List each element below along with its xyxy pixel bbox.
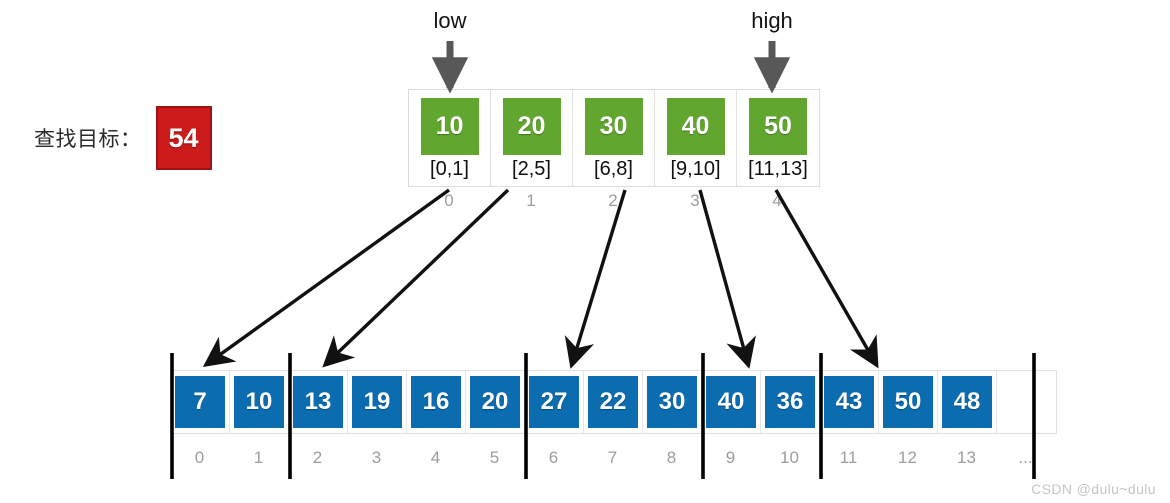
data-cell[interactable]: 50 bbox=[879, 371, 938, 433]
data-cell[interactable]: 10 bbox=[230, 371, 289, 433]
data-cell-value: 30 bbox=[647, 376, 697, 428]
block-index-cell[interactable]: 50 [11,13] bbox=[737, 90, 819, 186]
data-cell-value: 48 bbox=[942, 376, 992, 428]
data-cell[interactable]: 16 bbox=[407, 371, 466, 433]
connector-arrow-3 bbox=[698, 189, 756, 369]
data-cell-value: 10 bbox=[234, 376, 284, 428]
data-cell-value: 50 bbox=[883, 376, 933, 428]
block-index-number: 4 bbox=[772, 191, 782, 210]
block-index-numbers: 0 1 2 3 4 bbox=[408, 191, 818, 211]
block-index-array: 10 [0,1] 20 [2,5] 30 [6,8] 40 [9,10] 50 … bbox=[408, 89, 820, 187]
data-cell-value: 27 bbox=[529, 376, 579, 428]
data-index-number: 10 bbox=[780, 448, 799, 467]
data-index-number: 7 bbox=[607, 448, 618, 467]
block-index-value: 40 bbox=[666, 98, 725, 155]
watermark: CSDN @dulu~dulu bbox=[1031, 481, 1156, 497]
data-cell-value: 36 bbox=[765, 376, 815, 428]
connector-arrow-2 bbox=[564, 189, 627, 369]
data-index-number: 8 bbox=[666, 448, 677, 467]
data-index-number: 1 bbox=[253, 448, 264, 467]
search-target-label: 查找目标： bbox=[34, 128, 142, 151]
data-cell-value: 43 bbox=[824, 376, 874, 428]
block-index-value: 10 bbox=[420, 98, 479, 155]
connector-arrow-4 bbox=[774, 189, 879, 369]
data-index-number: 3 bbox=[371, 448, 382, 467]
data-cell-value: 19 bbox=[352, 376, 402, 428]
pointer-low-label: low bbox=[433, 8, 467, 33]
data-index-number: ... bbox=[1018, 448, 1033, 467]
data-cell[interactable]: 30 bbox=[643, 371, 702, 433]
block-index-range: [11,13] bbox=[748, 158, 808, 180]
data-cell[interactable]: 7 bbox=[171, 371, 230, 433]
data-index-number: 13 bbox=[957, 448, 976, 467]
data-cell-value: 16 bbox=[411, 376, 461, 428]
pointer-high: high bbox=[740, 10, 804, 32]
data-cell-value bbox=[1002, 376, 1052, 428]
data-cell-value: 7 bbox=[175, 376, 225, 428]
block-index-cell[interactable]: 20 [2,5] bbox=[491, 90, 573, 186]
block-index-number: 2 bbox=[608, 191, 618, 210]
data-index-number: 0 bbox=[194, 448, 205, 467]
data-cell[interactable]: 13 bbox=[289, 371, 348, 433]
data-index-number: 5 bbox=[489, 448, 500, 467]
data-cell[interactable]: 48 bbox=[938, 371, 997, 433]
block-index-range: [0,1] bbox=[430, 158, 469, 180]
block-index-range: [2,5] bbox=[512, 158, 551, 180]
search-target-value: 54 bbox=[155, 106, 212, 170]
block-index-cell[interactable]: 40 [9,10] bbox=[655, 90, 737, 186]
data-cell-value: 22 bbox=[588, 376, 638, 428]
block-index-value: 20 bbox=[502, 98, 561, 155]
data-index-number: 9 bbox=[725, 448, 736, 467]
data-cell[interactable]: 27 bbox=[525, 371, 584, 433]
block-index-number: 3 bbox=[690, 191, 700, 210]
data-cell-empty bbox=[997, 371, 1056, 433]
data-cell[interactable]: 20 bbox=[466, 371, 525, 433]
data-cell-value: 40 bbox=[706, 376, 756, 428]
data-cell[interactable]: 36 bbox=[761, 371, 820, 433]
data-index-numbers: 0 1 2 3 4 5 6 7 8 9 10 11 12 13 ... bbox=[170, 448, 1055, 468]
data-cell-value: 13 bbox=[293, 376, 343, 428]
block-index-cell[interactable]: 10 [0,1] bbox=[409, 90, 491, 186]
block-index-range: [6,8] bbox=[594, 158, 633, 180]
data-cell-value: 20 bbox=[470, 376, 520, 428]
connector-arrow-1 bbox=[322, 188, 510, 368]
block-index-cell[interactable]: 30 [6,8] bbox=[573, 90, 655, 186]
block-index-number: 1 bbox=[526, 191, 536, 210]
connector-arrow-0 bbox=[202, 188, 450, 367]
block-index-number: 0 bbox=[444, 191, 454, 210]
data-cell[interactable]: 19 bbox=[348, 371, 407, 433]
data-array: 7 10 13 19 16 20 27 22 30 40 36 43 50 48 bbox=[170, 370, 1057, 434]
data-cell[interactable]: 22 bbox=[584, 371, 643, 433]
data-cell[interactable]: 43 bbox=[820, 371, 879, 433]
data-cell[interactable]: 40 bbox=[702, 371, 761, 433]
search-target: 查找目标： 54 bbox=[34, 106, 212, 170]
data-index-number: 6 bbox=[548, 448, 559, 467]
block-index-value: 30 bbox=[584, 98, 643, 155]
data-index-number: 11 bbox=[839, 448, 858, 467]
data-index-number: 12 bbox=[898, 448, 917, 467]
data-index-number: 4 bbox=[430, 448, 441, 467]
pointer-high-label: high bbox=[751, 8, 793, 33]
pointer-low: low bbox=[418, 10, 482, 32]
block-index-value: 50 bbox=[749, 98, 807, 155]
block-index-range: [9,10] bbox=[670, 158, 721, 180]
data-index-number: 2 bbox=[312, 448, 323, 467]
